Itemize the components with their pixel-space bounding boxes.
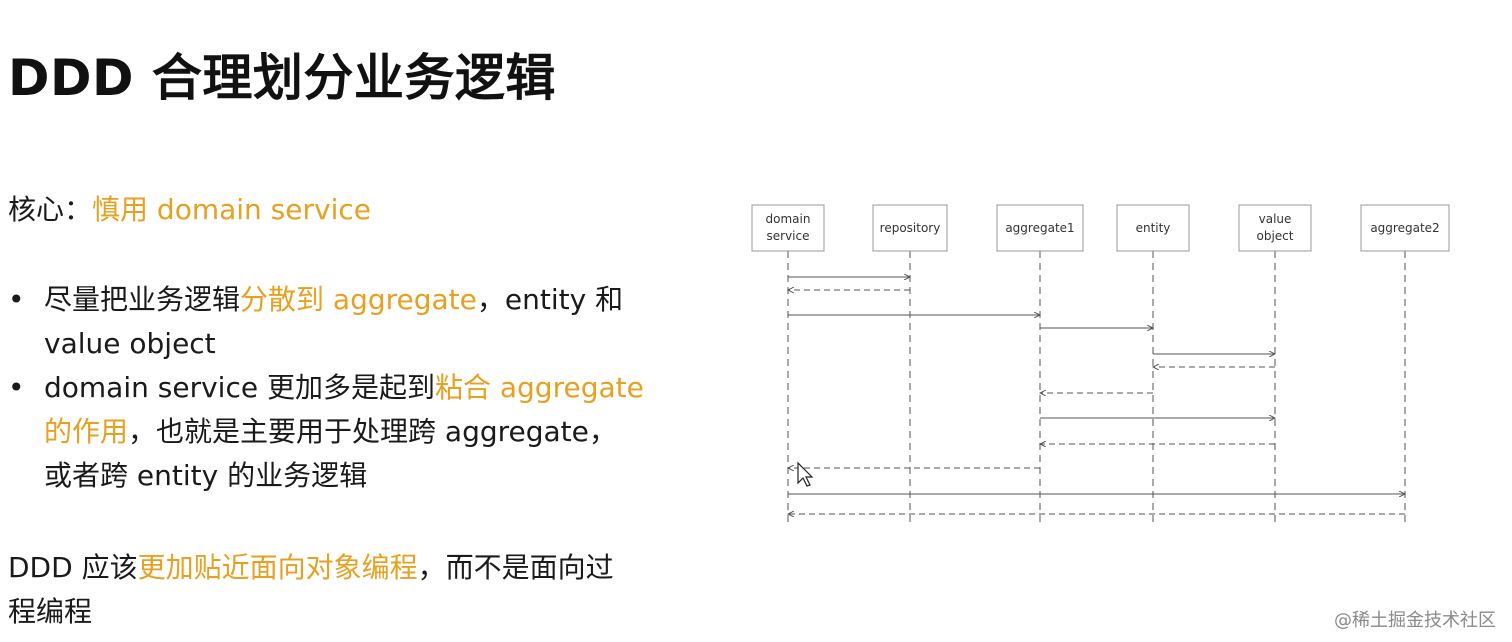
bullet-text: domain service 更加多是起到 xyxy=(44,371,435,404)
page-title: DDD 合理划分业务逻辑 xyxy=(8,49,556,107)
participant-box xyxy=(872,204,948,252)
watermark: @稀土掘金技术社区 xyxy=(1334,610,1496,631)
core-highlight: 慎用 domain service xyxy=(92,193,371,226)
bullet-text: ，也就是主要用于处理跨 aggregate， xyxy=(128,415,617,448)
footer-statement: DDD 应该更加贴近面向对象编程，而不是面向过 程编程 xyxy=(8,546,614,634)
footer-line-2: 程编程 xyxy=(8,595,93,628)
footer-text: DDD 应该 xyxy=(8,551,138,584)
participant-ds: domain service xyxy=(751,204,825,524)
bullet-text: value object xyxy=(44,327,216,360)
footer-highlight: 更加贴近面向对象编程 xyxy=(137,551,418,584)
participant-label: service xyxy=(767,229,810,243)
participant-label: aggregate1 xyxy=(1005,221,1074,235)
core-line: 核心：慎用 domain service xyxy=(8,188,371,232)
bullet-list: • 尽量把业务逻辑分散到 aggregate，entity 和 value ob… xyxy=(8,278,708,498)
participant-label: domain xyxy=(766,212,811,226)
core-label: 核心： xyxy=(8,193,93,226)
participant-vo: value object xyxy=(1238,204,1312,524)
bullet-item-1: • 尽量把业务逻辑分散到 aggregate，entity 和 value ob… xyxy=(8,278,708,366)
participant-box xyxy=(1116,204,1190,252)
bullet-text: ，entity 和 xyxy=(476,283,624,316)
bullet-highlight: 分散到 aggregate xyxy=(240,283,477,316)
bullet-text: 或者跨 entity 的业务逻辑 xyxy=(44,459,368,492)
participant-label: repository xyxy=(880,221,941,235)
participant-repo: repository xyxy=(872,204,948,524)
participant-agg2: aggregate2 xyxy=(1360,204,1450,524)
participant-label: entity xyxy=(1136,221,1171,235)
footer-text: ，而不是面向过 xyxy=(417,551,614,584)
participant-box xyxy=(1238,204,1312,252)
bullet-2-line-1: domain service 更加多是起到粘合 aggregate xyxy=(44,366,708,410)
footer-line-1: DDD 应该更加贴近面向对象编程，而不是面向过 xyxy=(8,546,614,590)
participant-label: object xyxy=(1257,229,1294,243)
participant-box xyxy=(996,204,1084,252)
bullet-dot: • xyxy=(8,283,25,316)
bullet-dot: • xyxy=(8,371,25,404)
bullet-2-line-3: 或者跨 entity 的业务逻辑 xyxy=(44,454,708,498)
participant-box xyxy=(751,204,825,252)
participant-ent: entity xyxy=(1116,204,1190,524)
bullet-text: 尽量把业务逻辑 xyxy=(44,283,241,316)
bullet-highlight: 粘合 aggregate xyxy=(434,371,644,404)
participant-label: aggregate2 xyxy=(1370,221,1439,235)
mouse-cursor-icon xyxy=(797,461,814,487)
bullet-1-line-2: value object xyxy=(44,322,708,366)
bullet-highlight: 的作用 xyxy=(44,415,129,448)
participant-label: value xyxy=(1259,212,1292,226)
bullet-1-line-1: 尽量把业务逻辑分散到 aggregate，entity 和 xyxy=(44,278,708,322)
bullet-2-line-2: 的作用，也就是主要用于处理跨 aggregate， xyxy=(44,410,708,454)
bullet-item-2: • domain service 更加多是起到粘合 aggregate 的作用，… xyxy=(8,366,708,498)
participant-box xyxy=(1360,204,1450,252)
participant-agg1: aggregate1 xyxy=(996,204,1084,524)
